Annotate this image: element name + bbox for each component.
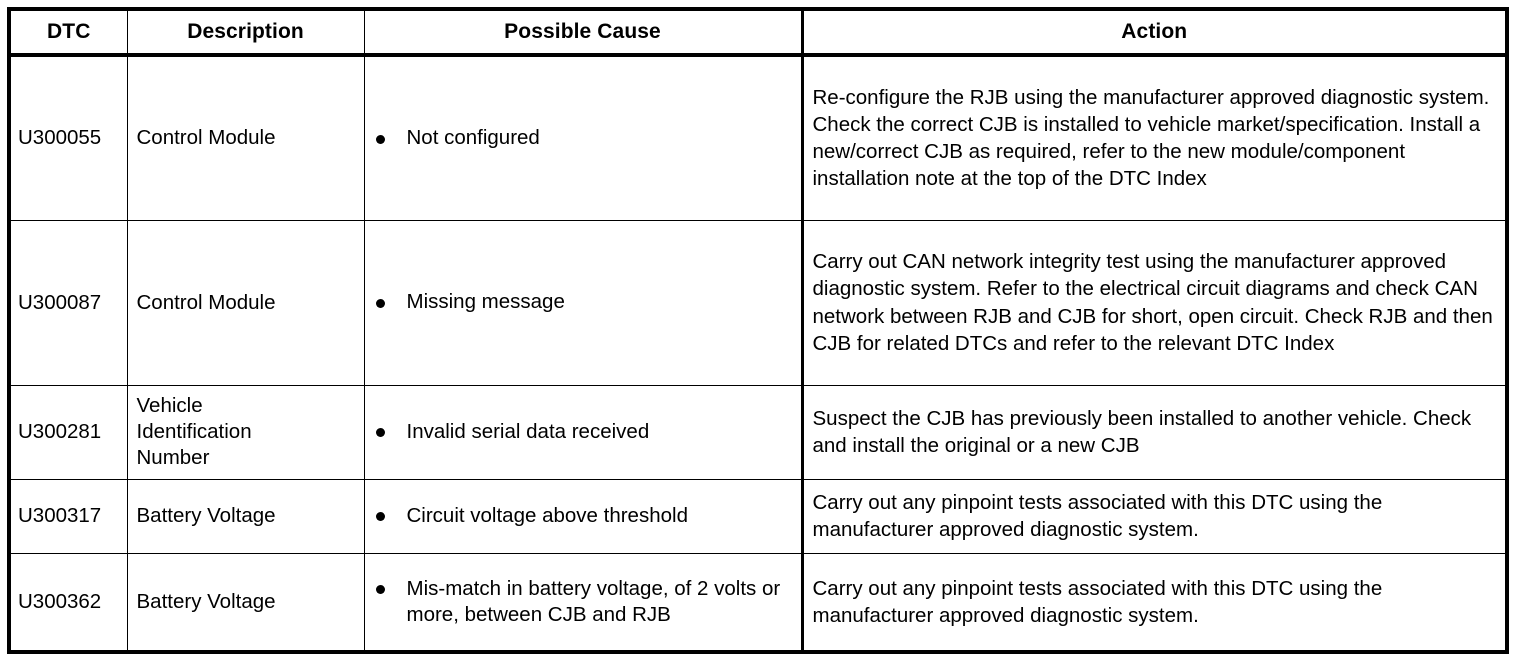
cell-description: Control Module [127, 219, 365, 385]
table-row: U300317 Battery Voltage Circuit voltage … [9, 478, 1507, 553]
cause-list: Invalid serial data received [372, 419, 794, 445]
cell-description: Battery Voltage [127, 478, 365, 553]
dtc-index-table-container: DTC Description Possible Cause Action U3… [7, 7, 1509, 654]
cell-action: Suspect the CJB has previously been inst… [800, 384, 1507, 479]
column-header-action: Action [800, 9, 1507, 57]
cell-possible-cause: Missing message [364, 219, 803, 385]
cell-dtc: U300087 [9, 219, 128, 385]
cause-text: Invalid serial data received [406, 419, 650, 443]
description-line: Vehicle [136, 394, 203, 418]
cause-list-item: Not configured [372, 125, 794, 151]
table-row: U300055 Control Module Not configured Re… [9, 55, 1507, 220]
cell-possible-cause: Invalid serial data received [364, 384, 803, 479]
description-line: Identification [136, 420, 252, 444]
bullet-icon [375, 584, 385, 594]
cause-list-item: Missing message [372, 289, 794, 315]
cell-action: Re-configure the RJB using the manufactu… [800, 55, 1507, 220]
cell-action: Carry out any pinpoint tests associated … [800, 552, 1507, 652]
dtc-index-table: DTC Description Possible Cause Action U3… [7, 7, 1509, 654]
description-line: Number [136, 445, 210, 469]
table-row: U300362 Battery Voltage Mis-match in bat… [9, 552, 1507, 652]
cause-list: Mis-match in battery voltage, of 2 volts… [372, 576, 794, 628]
cause-text: Missing message [406, 290, 565, 314]
cell-dtc: U300055 [9, 55, 128, 220]
bullet-icon [375, 134, 385, 144]
cause-list-item: Invalid serial data received [372, 419, 794, 445]
cell-description: Control Module [127, 55, 365, 220]
cell-description: Vehicle Identification Number [127, 384, 365, 479]
table-row: U300281 Vehicle Identification Number In… [9, 384, 1507, 479]
column-header-possible-cause: Possible Cause [364, 9, 803, 57]
cause-list: Missing message [372, 289, 794, 315]
cause-text: Mis-match in battery voltage, of 2 volts… [406, 576, 781, 626]
cause-text: Not configured [406, 126, 540, 150]
cell-possible-cause: Circuit voltage above threshold [364, 478, 803, 553]
cause-list-item: Mis-match in battery voltage, of 2 volts… [372, 576, 794, 628]
table-body: U300055 Control Module Not configured Re… [9, 55, 1507, 652]
cell-dtc: U300362 [9, 552, 128, 652]
cause-list-item: Circuit voltage above threshold [372, 503, 794, 529]
cause-list: Not configured [372, 125, 794, 151]
table-row: U300087 Control Module Missing message C… [9, 219, 1507, 385]
cause-list: Circuit voltage above threshold [372, 503, 794, 529]
column-header-description: Description [127, 9, 365, 57]
cause-text: Circuit voltage above threshold [406, 503, 688, 527]
cell-description: Battery Voltage [127, 552, 365, 652]
cell-action: Carry out CAN network integrity test usi… [800, 219, 1507, 385]
cell-possible-cause: Not configured [364, 55, 803, 220]
table-header: DTC Description Possible Cause Action [9, 9, 1507, 57]
cell-dtc: U300317 [9, 478, 128, 553]
column-header-dtc: DTC [9, 9, 128, 57]
cell-dtc: U300281 [9, 384, 128, 479]
bullet-icon [375, 512, 385, 522]
cell-possible-cause: Mis-match in battery voltage, of 2 volts… [364, 552, 803, 652]
bullet-icon [375, 298, 385, 308]
table-header-row: DTC Description Possible Cause Action [9, 9, 1507, 57]
bullet-icon [375, 428, 385, 438]
cell-action: Carry out any pinpoint tests associated … [800, 478, 1507, 553]
